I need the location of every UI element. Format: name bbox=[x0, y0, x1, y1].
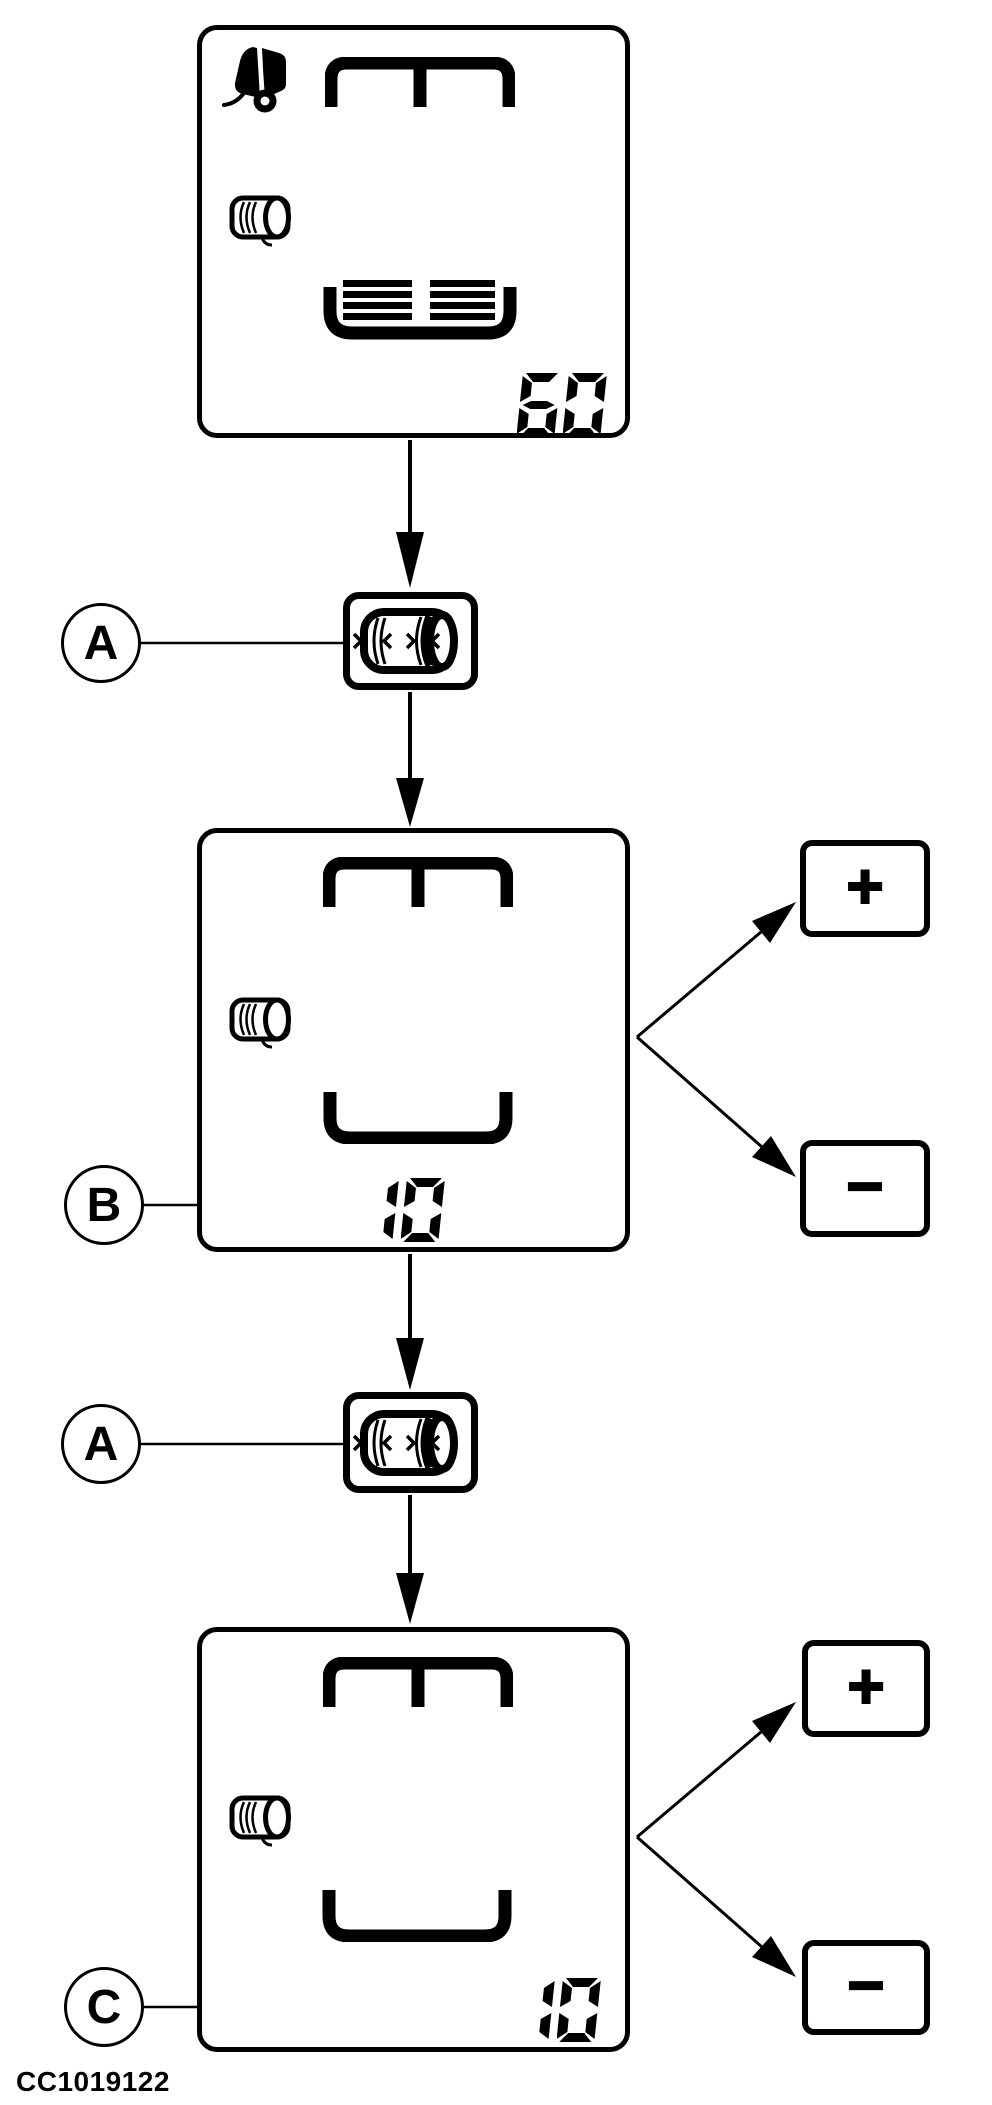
flow-arrowhead-1 bbox=[396, 532, 424, 588]
net-wrap-button-1[interactable] bbox=[343, 592, 478, 690]
branch-line-minus-1 bbox=[636, 1035, 763, 1149]
callout-b: B bbox=[64, 1165, 144, 1245]
branch-line-plus-2 bbox=[636, 1730, 762, 1839]
decrease-button-1[interactable]: − bbox=[800, 1140, 930, 1237]
bale-chamber-top-icon bbox=[325, 57, 515, 107]
callout-a-2: A bbox=[61, 1404, 141, 1484]
increase-button-1[interactable]: + bbox=[800, 840, 930, 937]
net-roll-feed-icon bbox=[352, 1409, 458, 1476]
branch-line-minus-2 bbox=[636, 1835, 763, 1949]
bale-chamber-bottom-icon bbox=[322, 1890, 512, 1942]
flow-arrowhead-2 bbox=[396, 778, 424, 827]
callout-c: C bbox=[64, 1967, 144, 2047]
bale-chamber-top-icon bbox=[323, 1657, 513, 1707]
display-screen-1 bbox=[197, 25, 630, 438]
branch-arrowhead-plus-2 bbox=[752, 1702, 796, 1743]
seven-segment-value bbox=[511, 1977, 603, 2043]
display-screen-2 bbox=[197, 828, 630, 1252]
flow-arrowhead-3 bbox=[396, 1338, 424, 1390]
decrease-button-2[interactable]: − bbox=[802, 1940, 930, 2035]
net-roll-icon bbox=[229, 1795, 291, 1847]
net-roll-icon bbox=[229, 195, 291, 247]
branch-arrowhead-plus-1 bbox=[752, 902, 796, 943]
increase-button-2[interactable]: + bbox=[802, 1640, 930, 1737]
net-wrap-layers-icon bbox=[323, 280, 517, 340]
flow-arrowhead-4 bbox=[396, 1573, 424, 1624]
seven-segment-value bbox=[355, 1177, 447, 1243]
baler-icon bbox=[222, 47, 286, 113]
net-roll-icon bbox=[229, 997, 291, 1049]
bale-chamber-bottom-icon bbox=[323, 1092, 513, 1144]
net-roll-feed-icon bbox=[352, 608, 458, 674]
branch-line-plus-1 bbox=[636, 930, 762, 1039]
net-wrap-button-2[interactable] bbox=[343, 1392, 478, 1493]
seven-segment-value bbox=[517, 372, 609, 438]
bale-chamber-top-icon bbox=[323, 857, 513, 907]
display-screen-3 bbox=[197, 1627, 630, 2052]
figure-id: CC1019122 bbox=[16, 2066, 170, 2097]
branch-arrowhead-minus-1 bbox=[752, 1136, 796, 1177]
branch-arrowhead-minus-2 bbox=[752, 1936, 796, 1977]
callout-a-1: A bbox=[61, 603, 141, 683]
